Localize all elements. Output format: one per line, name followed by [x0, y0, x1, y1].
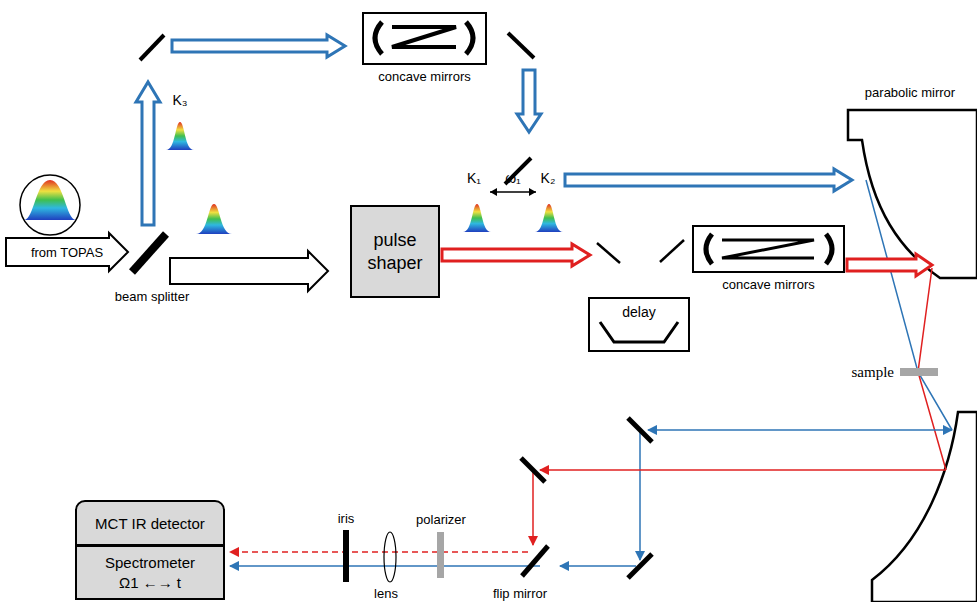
- pulse-profile: [196, 204, 232, 234]
- iris: [343, 530, 349, 582]
- pulse-label: K₃: [172, 92, 187, 108]
- box-heading: concave mirrors: [722, 277, 814, 292]
- box-heading: concave mirrors: [378, 69, 470, 84]
- box-text: pulse shaper: [360, 229, 430, 274]
- retroreflector: [600, 322, 678, 342]
- beam-arrow: [170, 251, 328, 291]
- polarizer: [437, 532, 444, 578]
- concave-mirror: [375, 22, 382, 54]
- pulse-label: K₁: [467, 170, 481, 186]
- beam-fold: [722, 240, 814, 258]
- beam-arrow: [442, 244, 590, 266]
- probe-beam: [560, 565, 636, 567]
- spectrometer-box: SpectrometerΩ1 ←→ t: [75, 545, 225, 600]
- part-label: iris: [338, 511, 355, 526]
- box-text: MCT IR detector: [95, 515, 205, 532]
- part-label: polarizer: [416, 512, 466, 527]
- pulse-profile: [535, 204, 563, 232]
- part-label: lens: [374, 586, 398, 601]
- box-text: Ω1 ←→ t: [119, 573, 181, 593]
- concave-mirror: [706, 234, 712, 264]
- parabolic-mirror: [872, 412, 977, 602]
- delay-box: delay: [588, 297, 690, 352]
- input-arrow: from TOPAS: [5, 232, 129, 272]
- mirror: [508, 33, 534, 58]
- beam-splitter: [132, 234, 166, 272]
- probe-beam: [866, 180, 952, 430]
- beam-arrow: [565, 169, 852, 191]
- frequency-label: ω₁: [505, 170, 521, 186]
- pulse-shaper-box: pulse shaper: [350, 205, 440, 298]
- spacing-arrow: [490, 188, 536, 196]
- mirror: [521, 458, 545, 482]
- beam-arrow: [136, 82, 160, 225]
- part-label: flip mirror: [493, 586, 547, 601]
- part-label: beam splitter: [115, 289, 189, 304]
- probe-beam: [639, 432, 641, 560]
- box-text: delay: [622, 304, 655, 320]
- beam-arrow: [172, 35, 345, 57]
- part-label: sample: [852, 364, 895, 381]
- beam-arrow: [517, 70, 541, 132]
- flip-mirror: [522, 546, 548, 576]
- sample-plate: [900, 368, 938, 376]
- lens: [384, 532, 396, 582]
- mirror: [597, 243, 620, 263]
- mirror: [628, 418, 652, 442]
- mirror: [628, 554, 652, 578]
- pump-beam: [230, 551, 528, 553]
- concave-mirror: [466, 22, 473, 54]
- pump-beam: [532, 472, 534, 545]
- pulse-label: K₂: [541, 170, 556, 186]
- box-text: from TOPAS: [31, 245, 103, 260]
- beam-arrow: [847, 254, 932, 276]
- box-text: Spectrometer: [105, 553, 195, 573]
- probe-beam: [648, 429, 952, 431]
- pump-beam: [540, 469, 946, 471]
- beam-profile: [20, 175, 80, 235]
- beam-fold: [392, 27, 456, 47]
- beam-profile: [24, 180, 76, 220]
- concave-mirror-box: concave mirrors: [692, 225, 845, 273]
- parabolic-mirror: [848, 110, 977, 278]
- concave-mirror: [826, 234, 832, 264]
- concave-mirror-box: concave mirrors: [362, 12, 487, 65]
- mirror: [660, 240, 684, 262]
- pulse-profile: [166, 122, 194, 150]
- part-label: parabolic mirror: [865, 85, 955, 100]
- pulse-profile: [463, 204, 491, 232]
- mirror: [140, 35, 164, 60]
- detector-box: MCT IR detector: [75, 500, 225, 546]
